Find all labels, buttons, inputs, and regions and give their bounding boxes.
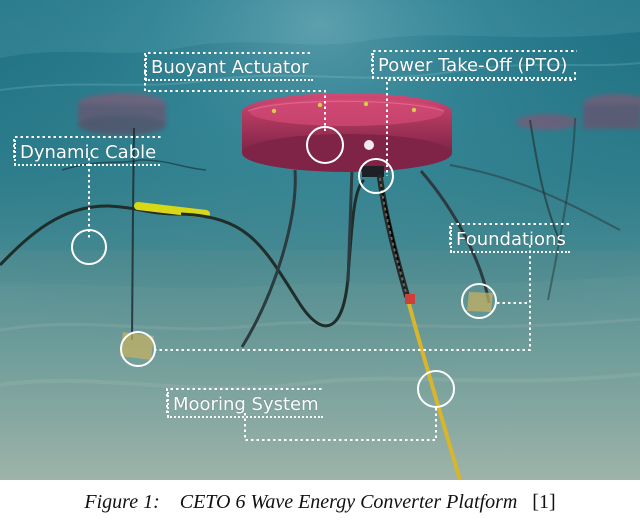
figure-caption: Figure 1: CETO 6 Wave Energy Converter P… xyxy=(0,490,640,514)
dynamic-cable-label: Dynamic Cable xyxy=(14,140,161,166)
foundations-label: Foundations xyxy=(450,227,570,253)
caption-spacer-2 xyxy=(522,491,527,513)
buoyant-actuator-label: Buoyant Actuator xyxy=(145,55,313,81)
underwater-illustration: Buoyant Actuator Power Take-Off (PTO) Dy… xyxy=(0,0,640,480)
mooring-system-label: Mooring System xyxy=(167,392,323,418)
figure-title: CETO 6 Wave Energy Converter Platform xyxy=(179,491,518,513)
caption-spacer xyxy=(165,491,175,513)
underwater-scene xyxy=(0,0,640,480)
figure-label: Figure 1: xyxy=(84,491,160,513)
power-take-off-label: Power Take-Off (PTO) xyxy=(372,53,572,79)
reference-link: [1] xyxy=(532,491,556,513)
